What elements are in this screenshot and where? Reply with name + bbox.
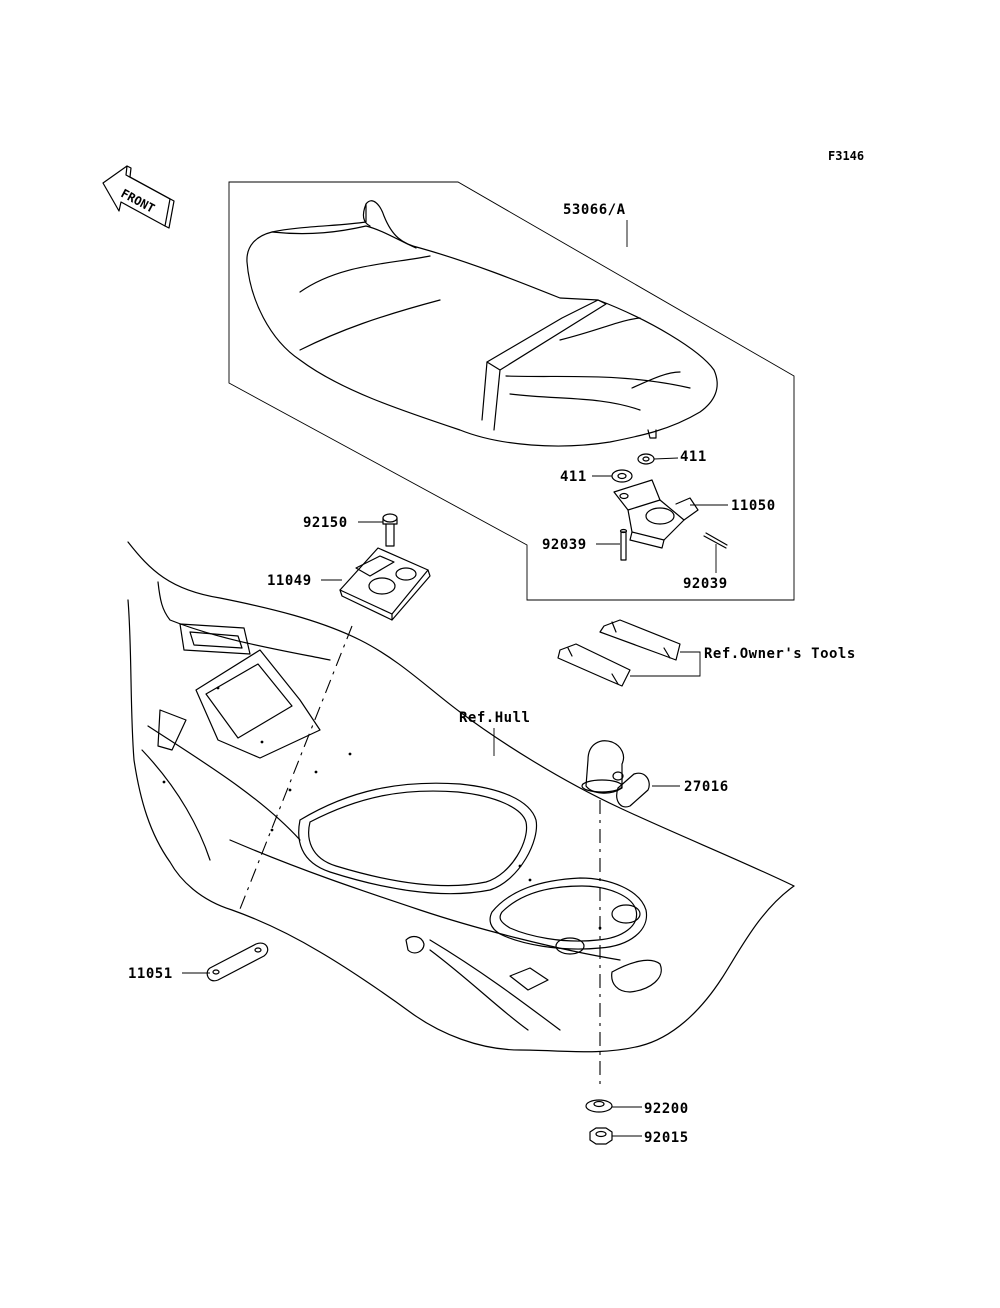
washer-411-left — [611, 469, 633, 483]
label-washer-lower: 92200 — [644, 1101, 689, 1117]
bracket-11050 — [613, 479, 699, 549]
label-washer-top: 411 — [680, 449, 707, 465]
cover-27016 — [581, 740, 650, 808]
label-hull: Ref.Hull — [459, 710, 530, 726]
label-bracket: 11050 — [731, 498, 776, 514]
label-pin-left: 92039 — [542, 537, 587, 553]
washer-92200 — [585, 1099, 613, 1113]
alignment-line-left — [237, 625, 353, 915]
label-washer-left: 411 — [560, 469, 587, 485]
front-arrow-icon: FRONT — [102, 165, 175, 229]
seat-assembly-frame — [228, 181, 795, 601]
straps — [557, 619, 681, 687]
hull — [127, 541, 795, 1053]
label-plate-lower: 11051 — [128, 966, 173, 982]
label-bolt: 92150 — [303, 515, 348, 531]
label-seat: 53066/A — [563, 202, 626, 218]
seat — [246, 200, 718, 447]
label-cover: 27016 — [684, 779, 729, 795]
pin-92039-right — [703, 532, 728, 549]
plate-11051 — [206, 942, 269, 982]
label-plate: 11049 — [267, 573, 312, 589]
leader-straps — [630, 651, 701, 677]
diagram-code: F3146 — [828, 149, 864, 163]
pin-92039-left — [619, 528, 628, 561]
nut-92015 — [589, 1127, 613, 1145]
washer-411-top — [637, 453, 655, 465]
label-nut-lower: 92015 — [644, 1130, 689, 1146]
label-straps: Ref.Owner's Tools — [704, 646, 856, 662]
bolt-92150 — [382, 513, 398, 547]
plate-11049 — [339, 547, 431, 621]
label-pin-right: 92039 — [683, 576, 728, 592]
leader-washer-top — [653, 457, 679, 460]
